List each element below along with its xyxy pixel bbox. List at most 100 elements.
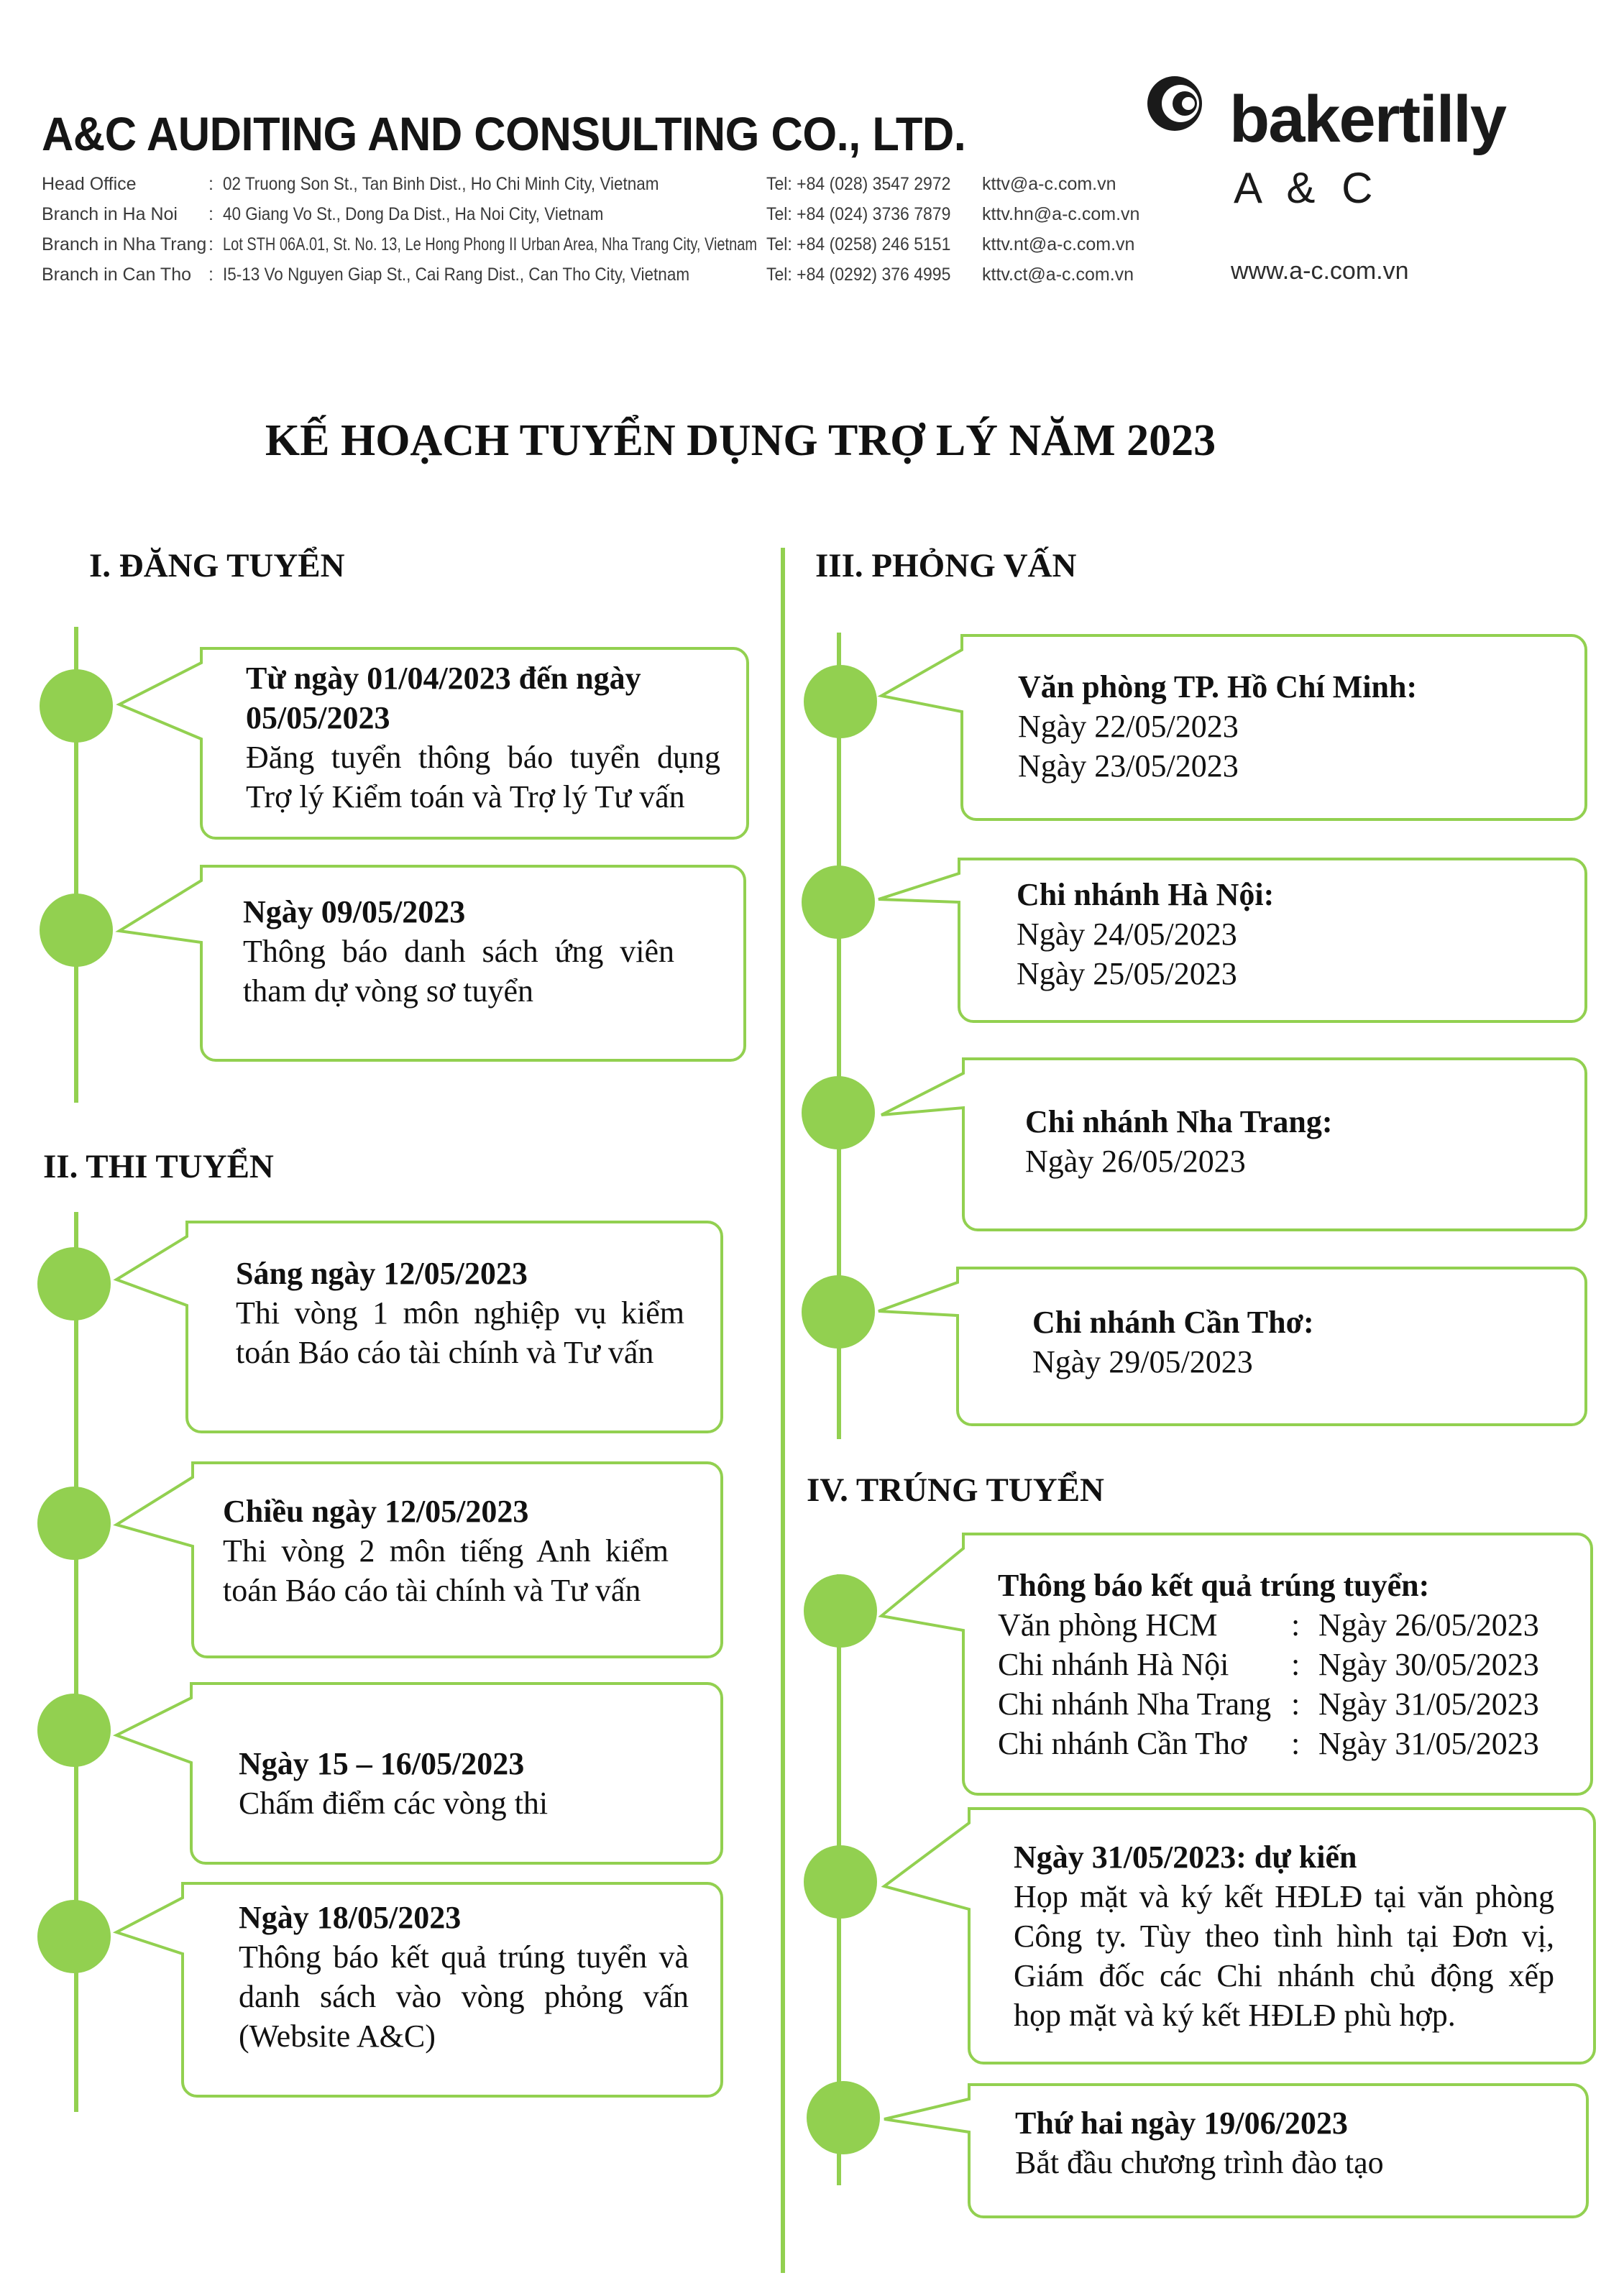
card-text: Công ty. Tùy theo tình hình tại Đơn vị, — [1014, 1919, 1554, 1954]
timeline-line — [74, 627, 78, 1103]
office-email: kttv@a-c.com.vn — [982, 174, 1116, 194]
card-heading: Thứ hai ngày 19/06/2023 — [1015, 2105, 1348, 2141]
timeline-card: Chi nhánh Hà Nội: Ngày 24/05/2023 Ngày 2… — [876, 858, 1587, 1023]
callout-frame — [877, 634, 1587, 821]
office-label: Branch in Ha Noi — [42, 204, 178, 224]
page-title: KẾ HOẠCH TUYỂN DỤNG TRỢ LÝ NĂM 2023 — [265, 416, 1216, 465]
callout-frame — [881, 1057, 1587, 1231]
company-name: A&C AUDITING AND CONSULTING CO., LTD. — [42, 107, 966, 160]
card-text: Chấm điểm các vòng thi — [239, 1786, 549, 1821]
card-text: họp mặt và ký kết HĐLĐ phù hợp. — [1014, 1998, 1456, 2033]
office-label: Branch in Can Tho — [42, 265, 191, 285]
card-text: Ngày 29/05/2023 — [1032, 1344, 1253, 1379]
callout-frame — [878, 1533, 1593, 1796]
card-heading: 05/05/2023 — [246, 700, 390, 735]
letterhead: A&C AUDITING AND CONSULTING CO., LTD. He… — [0, 0, 1624, 302]
callout-frame — [112, 1882, 723, 2098]
card-heading: Chiều ngày 12/05/2023 — [223, 1494, 529, 1529]
timeline-card: Thứ hai ngày 19/06/2023 Bắt đầu chương t… — [881, 2083, 1589, 2218]
timeline-dot — [37, 1900, 111, 1973]
timeline-dot — [804, 665, 877, 738]
callout-frame — [878, 1267, 1587, 1426]
card-heading: Văn phòng TP. Hồ Chí Minh: — [1018, 669, 1418, 704]
callout-frame — [878, 858, 1587, 1023]
office-address: I5-13 Vo Nguyen Giap St., Cai Rang Dist.… — [223, 265, 690, 285]
office-address: Lot STH 06A.01, St. No. 13, Le Hong Phon… — [223, 234, 758, 254]
card-text: danh sách vào vòng phỏng vấn — [239, 1979, 689, 2014]
card-heading: Ngày 09/05/2023 — [243, 894, 466, 929]
card-heading: Ngày 31/05/2023: dự kiến — [1014, 1840, 1357, 1875]
callout-frame — [884, 2083, 1589, 2218]
result-row: Chi nhánh Cần Thơ : Ngày 31/05/2023 — [998, 1726, 1539, 1761]
timeline-card: Chiều ngày 12/05/2023 Thi vòng 2 môn tiế… — [113, 1461, 723, 1658]
office-phone: Tel: +84 (0258) 246 5151 — [766, 234, 951, 254]
timeline-card: Ngày 31/05/2023: dự kiến Họp mặt và ký k… — [880, 1807, 1596, 2065]
card-heading: Chi nhánh Hà Nội: — [1017, 877, 1275, 912]
bakertilly-logo-icon — [1147, 76, 1202, 131]
result-row: Chi nhánh Hà Nội : Ngày 30/05/2023 — [998, 1647, 1539, 1682]
card-heading: Chi nhánh Cần Thơ: — [1032, 1305, 1314, 1340]
timeline-dot — [804, 1574, 877, 1648]
card-heading: Ngày 18/05/2023 — [239, 1900, 462, 1935]
card-text: Thi vòng 1 môn nghiệp vụ kiểm — [236, 1295, 684, 1331]
timeline-card: Văn phòng TP. Hồ Chí Minh: Ngày 22/05/20… — [877, 634, 1587, 821]
card-text: Ngày 24/05/2023 — [1017, 917, 1237, 952]
timeline-dot — [802, 1275, 875, 1349]
callout-frame — [112, 1682, 723, 1865]
timeline-dot — [37, 1487, 111, 1560]
card-text: tham dự vòng sơ tuyển — [243, 973, 533, 1009]
timeline-dot — [802, 865, 875, 939]
callout-frame — [113, 1221, 723, 1433]
office-phone: Tel: +84 (0292) 376 4995 — [766, 265, 951, 285]
timeline-dot — [40, 894, 113, 967]
card-heading: Chi nhánh Nha Trang: — [1025, 1104, 1333, 1139]
timeline-card: Ngày 18/05/2023 Thông báo kết quả trúng … — [112, 1882, 723, 2098]
timeline-card: Ngày 15 – 16/05/2023 Chấm điểm các vòng … — [112, 1682, 723, 1865]
result-row: Văn phòng HCM : Ngày 26/05/2023 — [998, 1607, 1539, 1643]
card-heading: Thông báo kết quả trúng tuyển: — [998, 1568, 1430, 1603]
callout-frame — [881, 1807, 1596, 2065]
card-text: Thông báo danh sách ứng viên — [243, 934, 674, 969]
office-address: 40 Giang Vo St., Dong Da Dist., Ha Noi C… — [223, 204, 604, 224]
brand-name: bakertilly — [1229, 83, 1507, 156]
office-email: kttv.ct@a-c.com.vn — [982, 265, 1134, 285]
card-text: Ngày 22/05/2023 — [1018, 709, 1239, 744]
timeline-dot — [37, 1247, 111, 1321]
card-text: Thi vòng 2 môn tiếng Anh kiểm — [223, 1533, 669, 1569]
timeline-card: Chi nhánh Nha Trang: Ngày 26/05/2023 — [877, 1057, 1587, 1231]
card-text: Ngày 25/05/2023 — [1017, 956, 1237, 991]
timeline-dot — [802, 1076, 875, 1149]
brand-subtitle: A & C — [1234, 164, 1380, 212]
website: www.a-c.com.vn — [1231, 257, 1409, 285]
section-title-interview: III. PHỎNG VẤN — [815, 547, 1077, 584]
timeline-dot — [807, 2081, 880, 2154]
card-heading: Từ ngày 01/04/2023 đến ngày — [246, 661, 641, 696]
card-heading: Sáng ngày 12/05/2023 — [236, 1256, 528, 1291]
callout-frame — [115, 865, 746, 1062]
timeline-card: Từ ngày 01/04/2023 đến ngày 05/05/2023 Đ… — [115, 647, 749, 840]
callout-frame — [113, 1461, 723, 1658]
timeline-card: Chi nhánh Cần Thơ: Ngày 29/05/2023 — [876, 1267, 1587, 1426]
timeline-line — [837, 633, 841, 1439]
card-text: Đăng tuyển thông báo tuyển dụng — [246, 740, 720, 775]
card-text: Bắt đầu chương trình đào tạo — [1015, 2145, 1384, 2180]
timeline-dot — [804, 1845, 877, 1919]
card-text: Ngày 23/05/2023 — [1018, 748, 1239, 784]
section-title-result: IV. TRÚNG TUYỂN — [807, 1471, 1104, 1509]
card-text: Thông báo kết quả trúng tuyển và — [239, 1939, 689, 1975]
timeline-card: Ngày 09/05/2023 Thông báo danh sách ứng … — [115, 865, 746, 1062]
office-address: 02 Truong Son St., Tan Binh Dist., Ho Ch… — [223, 174, 659, 194]
card-text: toán Báo cáo tài chính và Tư vấn — [223, 1573, 641, 1608]
card-text: Họp mặt và ký kết HĐLĐ tại văn phòng — [1014, 1879, 1554, 1914]
office-label: Head Office — [42, 174, 137, 194]
section-title-posting: I. ĐĂNG TUYỂN — [89, 547, 345, 584]
office-phone: Tel: +84 (028) 3547 2972 — [766, 174, 951, 194]
office-phone: Tel: +84 (024) 3736 7879 — [766, 204, 951, 224]
result-card: Thông báo kết quả trúng tuyển: Văn phòng… — [877, 1533, 1593, 1796]
card-text: Giám đốc các Chi nhánh chủ động xếp — [1014, 1958, 1554, 1993]
card-text: (Website A&C) — [239, 2018, 436, 2054]
card-text: toán Báo cáo tài chính và Tư vấn — [236, 1335, 654, 1370]
column-divider — [781, 548, 785, 2273]
result-row: Chi nhánh Nha Trang : Ngày 31/05/2023 — [998, 1686, 1539, 1722]
card-heading: Ngày 15 – 16/05/2023 — [239, 1746, 525, 1781]
